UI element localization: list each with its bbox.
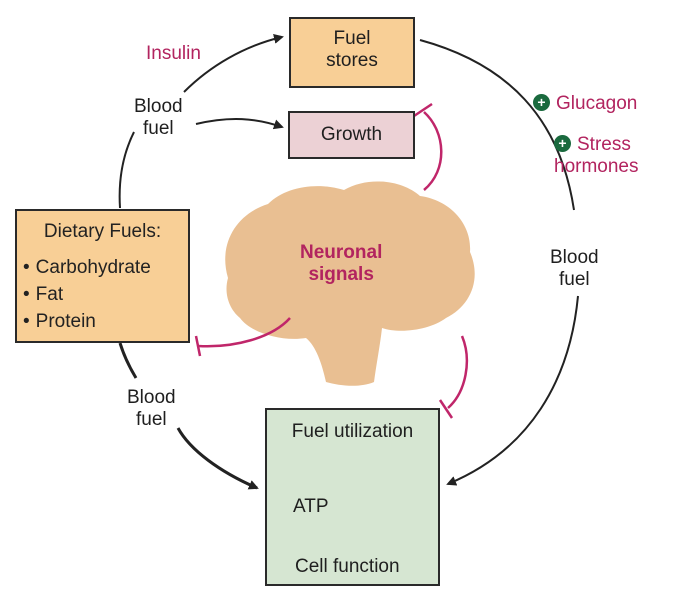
insulin-arrow — [118, 131, 135, 209]
fuel-utilization-box: Fuel utilization ATP Cell function — [265, 408, 440, 586]
stress-hormones-row: + Stress hormones — [554, 134, 639, 179]
dietary-item-carbohydrate: Carbohydrate — [23, 254, 151, 281]
glucagon-arrow — [419, 39, 575, 211]
dietary-fuels-title: Dietary Fuels: — [43, 221, 162, 242]
blood-fuel-right-label: Blood fuel — [550, 247, 599, 291]
dietary-item-fat: Fat — [23, 281, 151, 308]
glucagon-label: Glucagon — [556, 93, 638, 114]
insulin-label: Insulin — [146, 43, 201, 64]
left-blood-fuel-line — [118, 342, 138, 379]
hormones-label: hormones — [554, 156, 639, 178]
plus-icon: + — [554, 135, 571, 152]
growth-label: Growth — [320, 124, 383, 145]
plus-icon: + — [533, 94, 550, 111]
neuronal-signals-label: Neuronal signals — [300, 242, 383, 286]
insulin-arrow-upper — [183, 33, 284, 93]
blood-fuel-left-label: Blood fuel — [127, 387, 176, 431]
atp-label: ATP — [293, 496, 329, 517]
cell-function-label: Cell function — [295, 556, 400, 577]
neural-line-utilization — [447, 335, 469, 409]
neural-bar-dietary — [194, 335, 202, 357]
fuel-stores-label: Fuel stores — [326, 28, 378, 72]
fuel-stores-box: Fuel stores — [289, 17, 415, 88]
neural-bar-utilization — [438, 399, 454, 419]
growth-arrow — [195, 118, 284, 130]
left-blood-fuel-arrow — [176, 427, 259, 490]
stress-label: Stress — [577, 134, 631, 155]
dietary-fuels-box: Dietary Fuels: Carbohydrate Fat Protein — [15, 209, 190, 343]
neural-bar-fuel-stores — [413, 102, 433, 118]
glucagon-row: + Glucagon — [533, 93, 637, 115]
dietary-item-protein: Protein — [23, 308, 151, 335]
neural-line-fuel-stores — [423, 111, 443, 191]
neural-line-dietary — [197, 317, 291, 348]
fuel-utilization-title: Fuel utilization — [291, 421, 414, 442]
growth-box: Growth — [288, 111, 415, 159]
dietary-fuels-list: Carbohydrate Fat Protein — [23, 254, 151, 335]
brain-shape — [225, 181, 475, 386]
blood-fuel-top-label: Blood fuel — [134, 96, 183, 140]
right-blood-fuel-arrow — [446, 295, 579, 486]
